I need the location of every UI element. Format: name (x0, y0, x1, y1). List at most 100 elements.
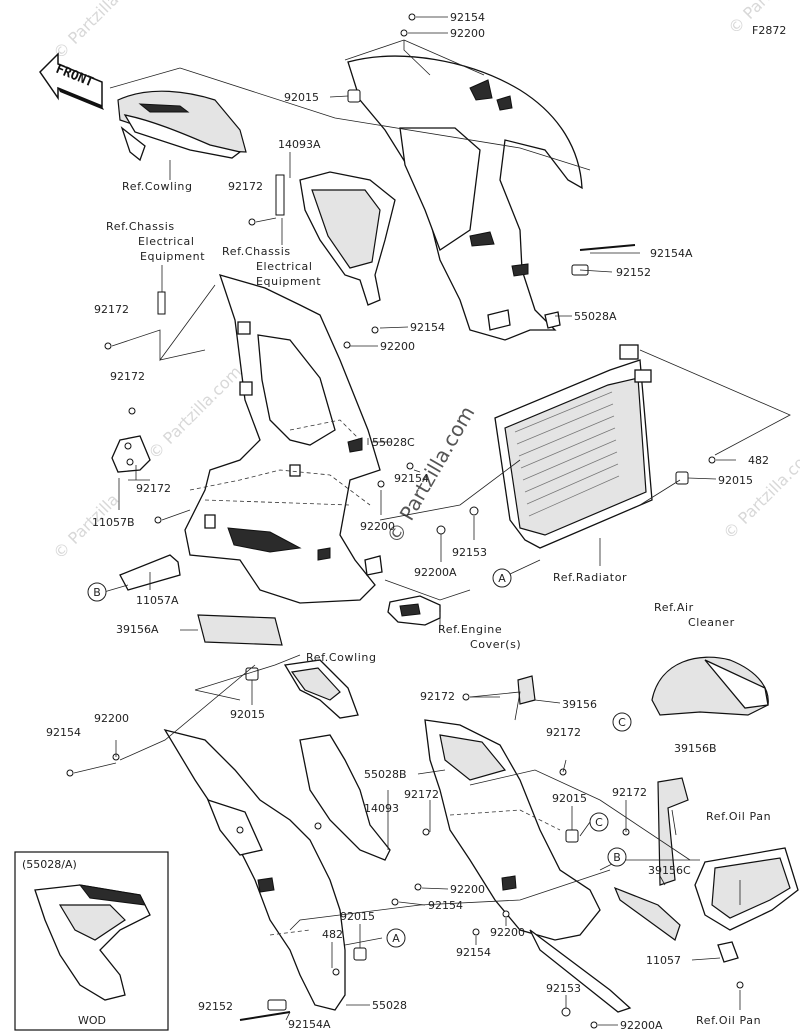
ref-chassis-left-2: Electrical (138, 235, 195, 248)
part-number-label: 92172 (404, 788, 439, 801)
washer-icon (377, 480, 385, 488)
part-number-label: 92200A (620, 1019, 663, 1032)
ref-radiator: Ref.Radiator (553, 571, 627, 584)
bracket-11057b-part (111, 435, 151, 473)
collar-icon (347, 89, 361, 103)
reference-labels: Ref.Chassis Electrical Equipment Ref.Cha… (106, 220, 771, 1027)
ref-oil-pan-top: Ref.Oil Pan (706, 810, 771, 823)
part-number-label: 92154 (46, 726, 81, 739)
part-number-label: 14093 (364, 802, 399, 815)
ref-radiator-part (494, 344, 653, 549)
part-number-label: 482 (322, 928, 343, 941)
part-number-label: 92015 (284, 91, 319, 104)
part-number-label: 92153 (452, 546, 487, 559)
part-number-label: 92154 (450, 11, 485, 24)
part-number-label: 92172 (612, 786, 647, 799)
part-number-label: 92153 (546, 982, 581, 995)
part-number-label: 39156 (562, 698, 597, 711)
bolt-icon (406, 462, 414, 470)
ref-engine-cover-part (387, 595, 441, 626)
callout-circle (492, 568, 512, 588)
part-number-label: 92200 (360, 520, 395, 533)
part-labels: 92154 92200 92015 14093A 92172 92154A 92… (46, 11, 769, 1032)
callout-circle (607, 847, 627, 867)
front-arrow-icon: FRONT (39, 52, 104, 110)
part-number-label: 92172 (110, 370, 145, 383)
grommet-icon (708, 456, 716, 464)
bolt-icon (422, 828, 430, 836)
part-number-label: 92172 (546, 726, 581, 739)
ref-chassis-mid-3: Equipment (256, 275, 321, 288)
bolt-icon (469, 506, 479, 516)
inner-lower-14093-part (299, 734, 391, 861)
ref-chassis-left-1: Ref.Chassis (106, 220, 175, 233)
callout-circle (87, 582, 107, 602)
bolt-icon (371, 326, 379, 334)
bolt-icon (154, 516, 162, 524)
collar-icon (267, 999, 287, 1011)
part-number-label: 39156C (648, 864, 691, 877)
inset-panel: (55028/A) WOD (14, 851, 169, 1031)
part-number-label: 11057A (136, 594, 179, 607)
bolt-icon (561, 1007, 571, 1017)
part-number-label: 92152 (198, 1000, 233, 1013)
part-number-label: 39156B (674, 742, 717, 755)
washer-icon (414, 883, 422, 891)
part-number-label: 92200 (94, 712, 129, 725)
part-number-label: 55028C (372, 436, 415, 449)
clip-icon (275, 174, 285, 216)
bolt-icon (248, 218, 256, 226)
dashed-lines (189, 419, 561, 936)
part-number-label: 39156A (116, 623, 159, 636)
collar-icon (565, 829, 579, 843)
ref-air-2: Cleaner (688, 616, 735, 629)
ref-chassis-mid-1: Ref.Chassis (222, 245, 291, 258)
ref-engine-1: Ref.Engine (438, 623, 502, 636)
callout-letter: A (498, 572, 506, 585)
bolt-icon (408, 13, 416, 21)
pad-39156a-part (197, 614, 283, 646)
ref-oil-pan-bottom: Ref.Oil Pan (696, 1014, 761, 1027)
callout-circle (612, 712, 632, 732)
part-number-label: 92154 (428, 899, 463, 912)
part-number-label: 482 (748, 454, 769, 467)
ref-cowling-top: Ref.Cowling (122, 180, 193, 193)
part-number-label: 92015 (718, 474, 753, 487)
ref-cowling-part (117, 90, 247, 162)
part-number-label: 92152 (616, 266, 651, 279)
strip-39156b-part (657, 777, 689, 886)
ref-oil-pan-part (694, 847, 799, 963)
part-number-label: 92015 (552, 792, 587, 805)
bolt-icon (391, 898, 399, 906)
lower-cowl-55028-part (163, 728, 346, 1011)
ref-chassis-mid-2: Electrical (256, 260, 313, 273)
part-number-label: 92154 (410, 321, 445, 334)
part-number-label: 92154 (394, 472, 429, 485)
part-number-label: 92172 (94, 303, 129, 316)
part-number-label: 92154 (456, 946, 491, 959)
bolt-icon (66, 769, 74, 777)
inset-footer: WOD (78, 1014, 106, 1027)
callout-letter: C (618, 716, 626, 729)
ref-air-cleaner-part (651, 656, 769, 716)
callout-letter: A (392, 932, 400, 945)
part-number-label: 55028A (574, 310, 617, 323)
washer-icon (436, 525, 446, 535)
ref-cowling-mid: Ref.Cowling (306, 651, 377, 664)
bolt-icon (736, 981, 744, 989)
upper-cowl-right-part (347, 55, 583, 341)
callout-markers: A B C A B C (87, 568, 632, 948)
part-number-label: 92154A (650, 247, 693, 260)
lower-cowl-55028b-part (424, 719, 632, 1013)
block-39156-part (517, 675, 536, 705)
ref-air-1: Ref.Air (654, 601, 694, 614)
bolt-icon (128, 407, 136, 415)
ref-chassis-left-3: Equipment (140, 250, 205, 263)
part-number-label: 14093A (278, 138, 321, 151)
washer-icon (502, 910, 510, 918)
ref-cowling-mid-part (283, 659, 359, 719)
part-number-label: 11057 (646, 954, 681, 967)
bolt-icon (472, 928, 480, 936)
watermark-text: © Partzilla.com (49, 0, 150, 63)
